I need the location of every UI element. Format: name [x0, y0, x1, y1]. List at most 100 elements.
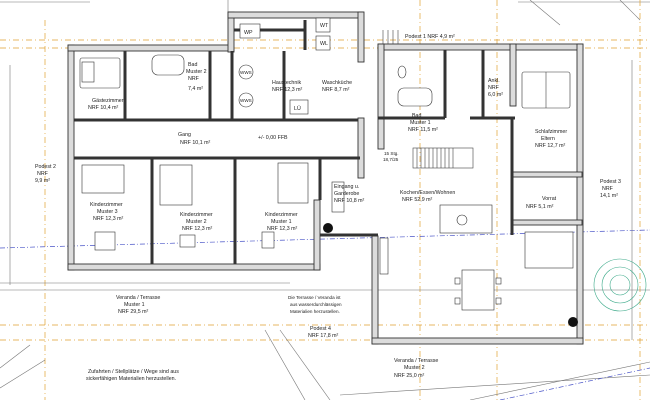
svg-text:NRF 12,3 m²: NRF 12,3 m² [182, 226, 213, 232]
lue-label: LÜ [294, 105, 301, 112]
room-schlafzimmer: Schlafzimmer Eltern NRF 12,7 m² [535, 129, 567, 149]
room-bad2: Bad Muster 2 NRF 7,4 m² [186, 62, 207, 92]
svg-text:NRF 12,3 m²: NRF 12,3 m² [267, 226, 298, 232]
wws-label-1: WWS [240, 70, 252, 75]
veranda-2: Veranda / Terrasse Muster 2 NRF 25,0 m² [394, 358, 438, 379]
plant-icon-1 [323, 223, 333, 233]
dining-table [461, 269, 495, 311]
room-vorrat: Vorrat NRF 5,1 m² [526, 196, 557, 210]
svg-text:Vorrat: Vorrat [542, 196, 557, 202]
bed-kind1 [277, 162, 309, 204]
room-kinderzimmer-1: Kinderzimmer Muster 1 NRF 12,3 m² [265, 212, 298, 232]
svg-text:7,4 m²: 7,4 m² [188, 86, 203, 92]
svg-text:Ankl.: Ankl. [488, 78, 500, 84]
tree-icon [593, 258, 647, 312]
bathtub-bad1 [397, 87, 433, 107]
svg-text:Haustechnik: Haustechnik [272, 80, 301, 86]
svg-text:Podest 3: Podest 3 [600, 179, 621, 185]
room-haustechnik: Haustechnik NRF 12,3 m² [272, 80, 303, 93]
svg-text:NRF 10,8 m²: NRF 10,8 m² [334, 198, 365, 204]
svg-text:NRF 12,3 m²: NRF 12,3 m² [93, 216, 124, 222]
bed-kind3 [81, 164, 125, 194]
svg-text:Bad: Bad [188, 62, 197, 68]
bed-kind2 [159, 164, 193, 206]
svg-text:Zufahrten / Stellplätze / Wege: Zufahrten / Stellplätze / Wege sind aus [88, 369, 179, 375]
svg-text:Schlafzimmer: Schlafzimmer [535, 129, 567, 135]
svg-text:Gästezimmer: Gästezimmer [92, 98, 124, 104]
room-waschkueche: Waschküche NRF 8,7 m² [322, 80, 352, 93]
svg-text:Garderobe: Garderobe [334, 191, 359, 197]
wp-unit [239, 23, 261, 39]
svg-text:Waschküche: Waschküche [322, 80, 352, 86]
room-kochen-essen-wohnen: Kochen/Essen/Wohnen NRF 52,9 m² [400, 190, 455, 203]
plant-icon-2 [568, 317, 578, 327]
veranda-1: Veranda / Terrasse Muster 1 NRF 29,5 m² [116, 295, 160, 315]
wws-label-2: WWS [240, 98, 252, 103]
svg-text:NRF: NRF [602, 186, 614, 192]
wws-tank-2 [238, 92, 254, 108]
svg-text:Muster 2: Muster 2 [186, 69, 207, 75]
svg-text:Podest 4: Podest 4 [310, 326, 331, 332]
svg-text:NRF: NRF [37, 171, 49, 177]
svg-text:Muster 1: Muster 1 [271, 219, 292, 225]
svg-text:NRF 5,1 m²: NRF 5,1 m² [526, 204, 554, 210]
lue-unit [289, 99, 309, 115]
svg-text:NRF 8,7 m²: NRF 8,7 m² [322, 87, 350, 93]
svg-text:Veranda / Terrasse: Veranda / Terrasse [116, 295, 160, 301]
svg-text:sickerfähigen Materialien herz: sickerfähigen Materialien herzustellen. [86, 376, 176, 382]
stairs-label: 15 Stg. 18,7/25 [383, 151, 399, 162]
svg-text:Muster 1: Muster 1 [410, 120, 431, 126]
svg-text:15 Stg.: 15 Stg. [384, 151, 399, 156]
svg-text:Eltern: Eltern [541, 136, 555, 142]
terrasse-note: Die Terrasse / Veranda ist aus wasserdur… [288, 295, 342, 314]
svg-text:Muster 3: Muster 3 [97, 209, 118, 215]
wt-label: WT [320, 23, 329, 29]
svg-text:Podest 2: Podest 2 [35, 164, 56, 170]
svg-text:Die Terrasse / Veranda ist: Die Terrasse / Veranda ist [288, 295, 341, 300]
room-podest3: Podest 3 NRF 14,1 m² [600, 179, 621, 199]
svg-text:NRF 12,7 m²: NRF 12,7 m² [535, 143, 566, 149]
svg-text:NRF: NRF [188, 76, 200, 82]
bathtub-bad2 [151, 54, 185, 76]
walls-left-block [67, 11, 365, 271]
svg-text:NRF 10,1 m²: NRF 10,1 m² [180, 140, 211, 146]
svg-text:Muster 2: Muster 2 [404, 365, 425, 371]
staircase [382, 30, 474, 169]
svg-text:6,0 m²: 6,0 m² [488, 92, 503, 98]
room-kinderzimmer-3: Kinderzimmer Muster 3 NRF 12,3 m² [90, 202, 124, 222]
room-ankl: Ankl. NRF 6,0 m² [488, 78, 503, 98]
svg-text:NRF 10,4 m²: NRF 10,4 m² [88, 105, 119, 111]
wl-label: WL [320, 41, 328, 47]
room-bad1: Bad Muster 1 NRF 11,5 m² [408, 113, 438, 133]
svg-text:Kinderzimmer: Kinderzimmer [90, 202, 123, 208]
svg-text:NRF 12,3 m²: NRF 12,3 m² [272, 87, 303, 93]
svg-text:14,1 m²: 14,1 m² [600, 193, 618, 199]
ffb-label: +/- 0,00 FFB [258, 135, 288, 141]
room-kinderzimmer-2: Kinderzimmer Muster 2 NRF 12,3 m² [180, 212, 213, 232]
svg-text:Materialien herzustellen.: Materialien herzustellen. [290, 309, 340, 314]
room-podest2: Podest 2 NRF 9,9 m² [35, 164, 56, 184]
svg-text:Kochen/Essen/Wohnen: Kochen/Essen/Wohnen [400, 190, 455, 196]
sofa [524, 231, 574, 269]
room-eingang: Eingang u. Garderobe NRF 10,8 m² [334, 184, 365, 204]
svg-text:18,7/25: 18,7/25 [383, 157, 399, 162]
zufahrten-note: Zufahrten / Stellplätze / Wege sind aus … [86, 369, 179, 382]
podest-4: Podest 4 NRF 17,8 m² [308, 326, 339, 339]
furniture [79, 17, 574, 311]
wws-tank-1 [238, 64, 254, 80]
room-gang: Gang NRF 10,1 m² [178, 132, 211, 146]
room-gaestezimmer: Gästezimmer NRF 10,4 m² [88, 98, 124, 111]
svg-text:NRF 17,8 m²: NRF 17,8 m² [308, 333, 339, 339]
svg-text:aus wasserdurchlässigen: aus wasserdurchlässigen [290, 302, 342, 307]
svg-text:Kinderzimmer: Kinderzimmer [180, 212, 213, 218]
svg-text:Muster 2: Muster 2 [186, 219, 207, 225]
svg-text:NRF 11,5 m²: NRF 11,5 m² [408, 127, 438, 133]
walls-right-block [371, 43, 584, 345]
svg-text:NRF 25,0 m²: NRF 25,0 m² [394, 373, 425, 379]
svg-text:Eingang u.: Eingang u. [334, 184, 359, 190]
podest1-label: Podest 1 NRF 4,9 m² [405, 34, 455, 40]
svg-text:Veranda / Terrasse: Veranda / Terrasse [394, 358, 438, 364]
svg-text:NRF 52,9 m²: NRF 52,9 m² [402, 197, 433, 203]
